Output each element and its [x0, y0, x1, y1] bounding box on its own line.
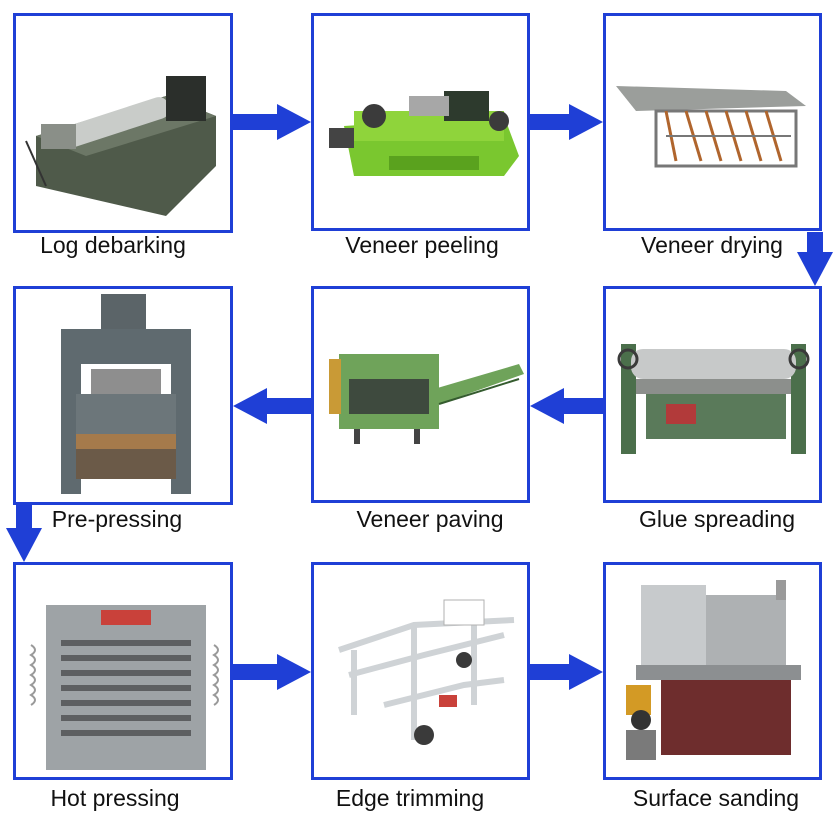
- step-label: Veneer peeling: [345, 232, 499, 258]
- step-image-frame: [311, 286, 530, 503]
- step-label: Glue spreading: [639, 506, 795, 532]
- edge-trimming-saw-icon: [338, 599, 515, 745]
- arrow-right-icon: [530, 654, 603, 690]
- arrow-down-icon: [6, 505, 42, 562]
- step-image-frame: [603, 562, 822, 780]
- arrow-right-icon: [530, 104, 603, 140]
- step-label: Edge trimming: [335, 785, 485, 811]
- step-image-frame: [13, 13, 233, 233]
- pre-press-machine-icon: [61, 294, 191, 494]
- step-label: Veneer drying: [641, 232, 783, 258]
- arrow-left-icon: [530, 388, 603, 424]
- step-image-frame: [13, 562, 233, 780]
- arrow-down-icon: [797, 232, 833, 286]
- step-image-frame: [603, 13, 822, 231]
- step-image-frame: [311, 13, 530, 231]
- arrow-right-icon: [233, 104, 311, 140]
- sanding-machine-icon: [626, 580, 801, 760]
- step-label: Veneer paving: [356, 506, 504, 532]
- step-label: Surface sanding: [632, 785, 800, 811]
- arrow-left-icon: [233, 388, 311, 424]
- veneer-paving-line-icon: [329, 354, 524, 444]
- veneer-peeling-lathe-icon: [329, 91, 519, 176]
- step-label: Log debarking: [40, 232, 186, 258]
- step-label: Hot pressing: [50, 785, 180, 811]
- hot-press-machine-icon: [29, 605, 219, 770]
- log-debarker-machine-icon: [25, 76, 216, 216]
- step-image-frame: [311, 562, 530, 780]
- step-image-frame: [603, 286, 822, 503]
- step-label: Pre-pressing: [51, 506, 183, 532]
- step-image-frame: [13, 286, 233, 505]
- veneer-drying-rack-icon: [616, 86, 806, 168]
- glue-spreader-machine-icon: [617, 344, 810, 454]
- arrow-right-icon: [233, 654, 311, 690]
